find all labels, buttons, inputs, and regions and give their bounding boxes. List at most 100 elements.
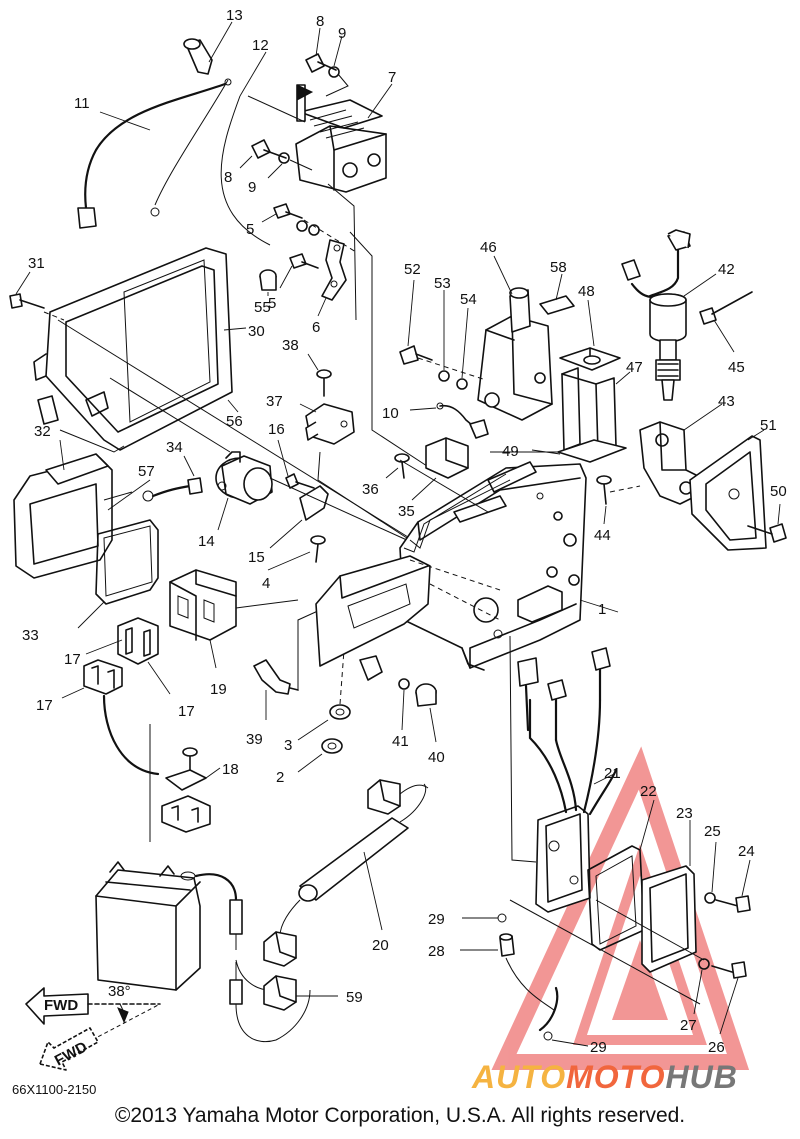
callout-16: 16 <box>268 421 285 438</box>
callout-41: 41 <box>392 733 409 750</box>
bushing-55 <box>259 269 277 291</box>
bolt-8-top <box>305 53 337 73</box>
copyright-notice: ©2013 Yamaha Motor Corporation, U.S.A. A… <box>114 1104 686 1127</box>
connector-59 <box>263 975 297 1011</box>
callout-49: 49 <box>502 443 519 460</box>
fuse-holder-18 <box>161 747 211 833</box>
washer-27 <box>698 958 710 970</box>
callout-44: 44 <box>594 527 611 544</box>
callout-34: 34 <box>166 439 183 456</box>
callout-27: 27 <box>680 1017 697 1034</box>
washer-41 <box>398 678 410 690</box>
cdi-holder <box>315 555 501 681</box>
callout-2: 2 <box>276 769 284 786</box>
connector-box-mid <box>263 931 297 967</box>
bolt-31 <box>9 293 45 309</box>
fuse-holder-17-b <box>83 659 123 695</box>
lead-wire-11 <box>77 78 232 229</box>
callout-40: 40 <box>428 749 445 766</box>
grommet-3 <box>329 704 351 720</box>
clip-29-bottom <box>543 1031 553 1041</box>
callout-17-c: 17 <box>178 703 195 720</box>
callout-3: 3 <box>284 737 292 754</box>
callout-13: 13 <box>226 7 243 24</box>
callout-15: 15 <box>248 549 265 566</box>
callout-30: 30 <box>248 323 265 340</box>
callout-58: 58 <box>550 259 567 276</box>
connector-box-top <box>367 779 401 815</box>
callout-56: 56 <box>226 413 243 430</box>
watermark-logo-text: AUTOMOTOHUB <box>472 1059 738 1096</box>
bolt-26 <box>711 961 747 979</box>
gasket-33 <box>95 519 159 605</box>
callout-33: 33 <box>22 627 39 644</box>
fuse-holder-17-a <box>117 617 159 665</box>
grommet-13 <box>183 38 213 75</box>
callout-12: 12 <box>252 37 269 54</box>
callout-1: 1 <box>598 601 606 618</box>
bushing-40 <box>415 683 437 707</box>
callout-22: 22 <box>640 783 657 800</box>
washer-9-mid <box>278 152 290 164</box>
callout-17-b: 17 <box>36 697 53 714</box>
watermark-hub: HUB <box>665 1059 738 1095</box>
clip-29-top <box>497 913 507 923</box>
plate-49 <box>557 439 627 463</box>
callout-37: 37 <box>266 393 283 410</box>
callout-31: 31 <box>28 255 45 272</box>
washer-9-top <box>328 66 340 78</box>
damper-47 <box>561 367 617 453</box>
screw-36 <box>394 453 410 479</box>
cdi-unit-21 <box>535 805 591 913</box>
callout-55: 55 <box>254 299 271 316</box>
fwd-label: FWD <box>44 997 78 1014</box>
callout-57: 57 <box>138 463 155 480</box>
cover-23 <box>641 865 697 973</box>
callout-54: 54 <box>460 291 477 308</box>
callout-5-b: 5 <box>268 295 276 312</box>
callout-29-a: 29 <box>428 911 445 928</box>
bolt-16 <box>285 473 315 489</box>
sensor-37 <box>305 403 355 445</box>
screw-4 <box>310 535 326 563</box>
cover-32 <box>13 453 113 579</box>
callout-4: 4 <box>262 575 270 592</box>
callout-45: 45 <box>728 359 745 376</box>
callout-53: 53 <box>434 275 451 292</box>
callout-26: 26 <box>708 1039 725 1056</box>
drawing-code: 66X1100-2150 <box>12 1082 97 1097</box>
watermark-auto: AUTO <box>472 1059 567 1095</box>
callout-35: 35 <box>398 503 415 520</box>
ignition-coil-42 <box>621 229 691 401</box>
callout-17-a: 17 <box>64 651 81 668</box>
bushing-28 <box>499 933 515 957</box>
bracket-6 <box>321 239 347 301</box>
electrical-box-cover-30 <box>33 247 233 453</box>
callout-20: 20 <box>372 937 389 954</box>
sensor-39 <box>253 659 299 695</box>
washer-53 <box>438 370 450 382</box>
callout-10: 10 <box>382 405 399 422</box>
screw-38 <box>316 369 332 397</box>
callout-19: 19 <box>210 681 227 698</box>
bolt-52 <box>399 345 433 365</box>
callout-50: 50 <box>770 483 787 500</box>
relay-19 <box>169 569 237 641</box>
callout-48: 48 <box>578 283 595 300</box>
callout-47: 47 <box>626 359 643 376</box>
callout-59: 59 <box>346 989 363 1006</box>
callout-14: 14 <box>198 533 215 550</box>
bolt-50 <box>747 523 787 543</box>
callout-labels: 1 2 3 4 5 5 6 7 8 8 9 9 10 11 12 13 14 1… <box>22 7 787 1056</box>
callout-51: 51 <box>760 417 777 434</box>
callout-25: 25 <box>704 823 721 840</box>
callout-5-a: 5 <box>246 221 254 238</box>
callout-8-mid: 8 <box>224 169 232 186</box>
cable-tie-45 <box>699 291 753 325</box>
callout-6: 6 <box>312 319 320 336</box>
callout-18: 18 <box>222 761 239 778</box>
pad-48 <box>559 347 621 371</box>
collar-2 <box>321 738 343 754</box>
bracket-15 <box>299 485 329 521</box>
